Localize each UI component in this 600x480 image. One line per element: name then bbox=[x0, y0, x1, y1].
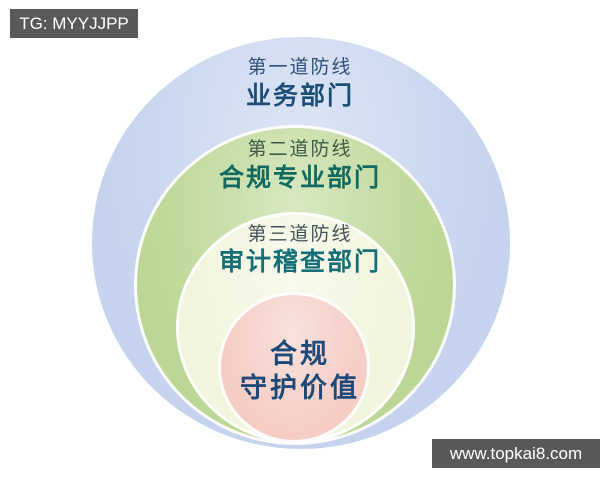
watermark-bottom-right: www.topkai8.com bbox=[432, 439, 600, 468]
watermark-top-left: TG: MYYJJPP bbox=[10, 9, 138, 38]
second-line-department: 合规专业部门 bbox=[218, 163, 381, 192]
second-line-label: 第二道防线 bbox=[247, 138, 353, 160]
core-circle bbox=[218, 292, 370, 443]
third-line-label: 第三道防线 bbox=[247, 223, 353, 245]
core-text-line2: 守护价值 bbox=[240, 373, 360, 404]
core-text-line1: 合规 bbox=[270, 339, 330, 370]
first-line-label: 第一道防线 bbox=[247, 56, 353, 78]
first-line-department: 业务部门 bbox=[245, 81, 354, 110]
third-line-department: 审计稽查部门 bbox=[218, 247, 381, 276]
